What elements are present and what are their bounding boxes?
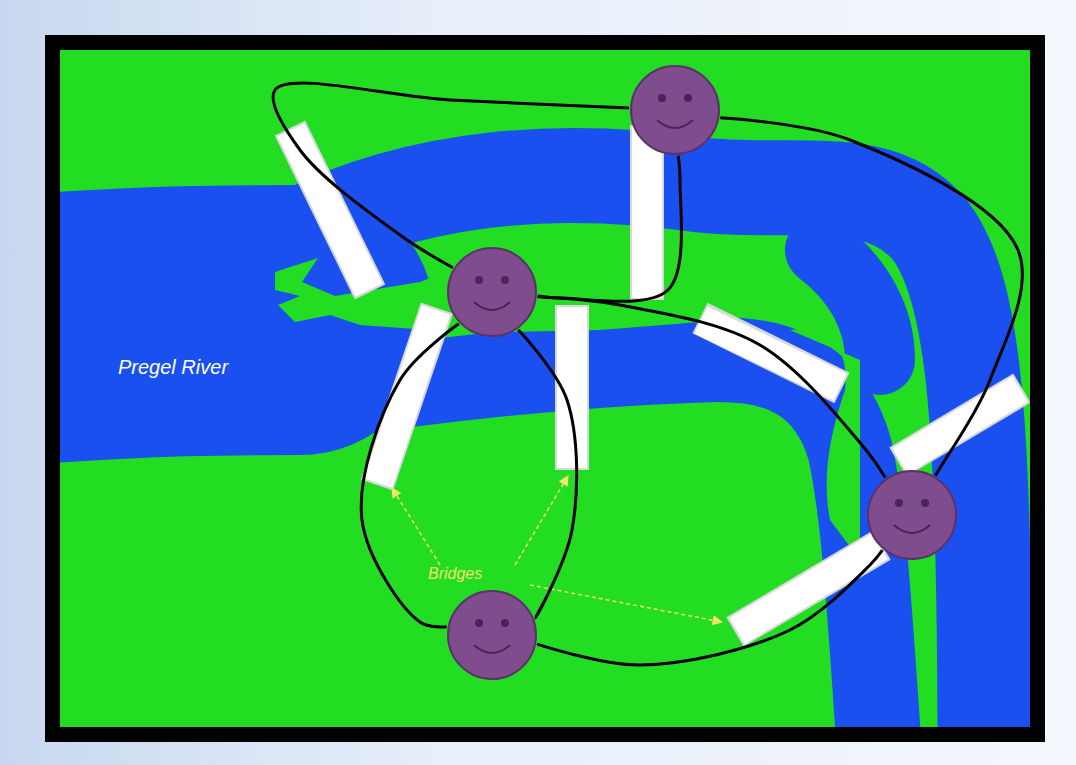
bridge-walk-edge: [538, 156, 682, 301]
bridge: [291, 127, 1020, 631]
smiley-node: [446, 589, 538, 681]
smiley-face: [866, 469, 958, 561]
bridge: [290, 125, 1022, 632]
river-label: Pregel River: [118, 356, 228, 379]
bridges-label: Bridges: [428, 565, 482, 583]
smiley-face: [629, 64, 721, 156]
bridge-walk-edge: [518, 330, 576, 618]
smiley-node: [446, 246, 538, 338]
bridge-walk-edge: [538, 297, 885, 478]
bridge-walk-edge: [720, 118, 1022, 476]
pointer-arrow: [392, 476, 722, 622]
bridge-walk-edge: [273, 83, 629, 268]
river: [60, 176, 985, 727]
smiley-face: [446, 589, 538, 681]
smiley-face: [446, 246, 538, 338]
smiley-node: [866, 469, 958, 561]
smiley-node: [629, 64, 721, 156]
bridge-walk-edge: [537, 550, 882, 665]
